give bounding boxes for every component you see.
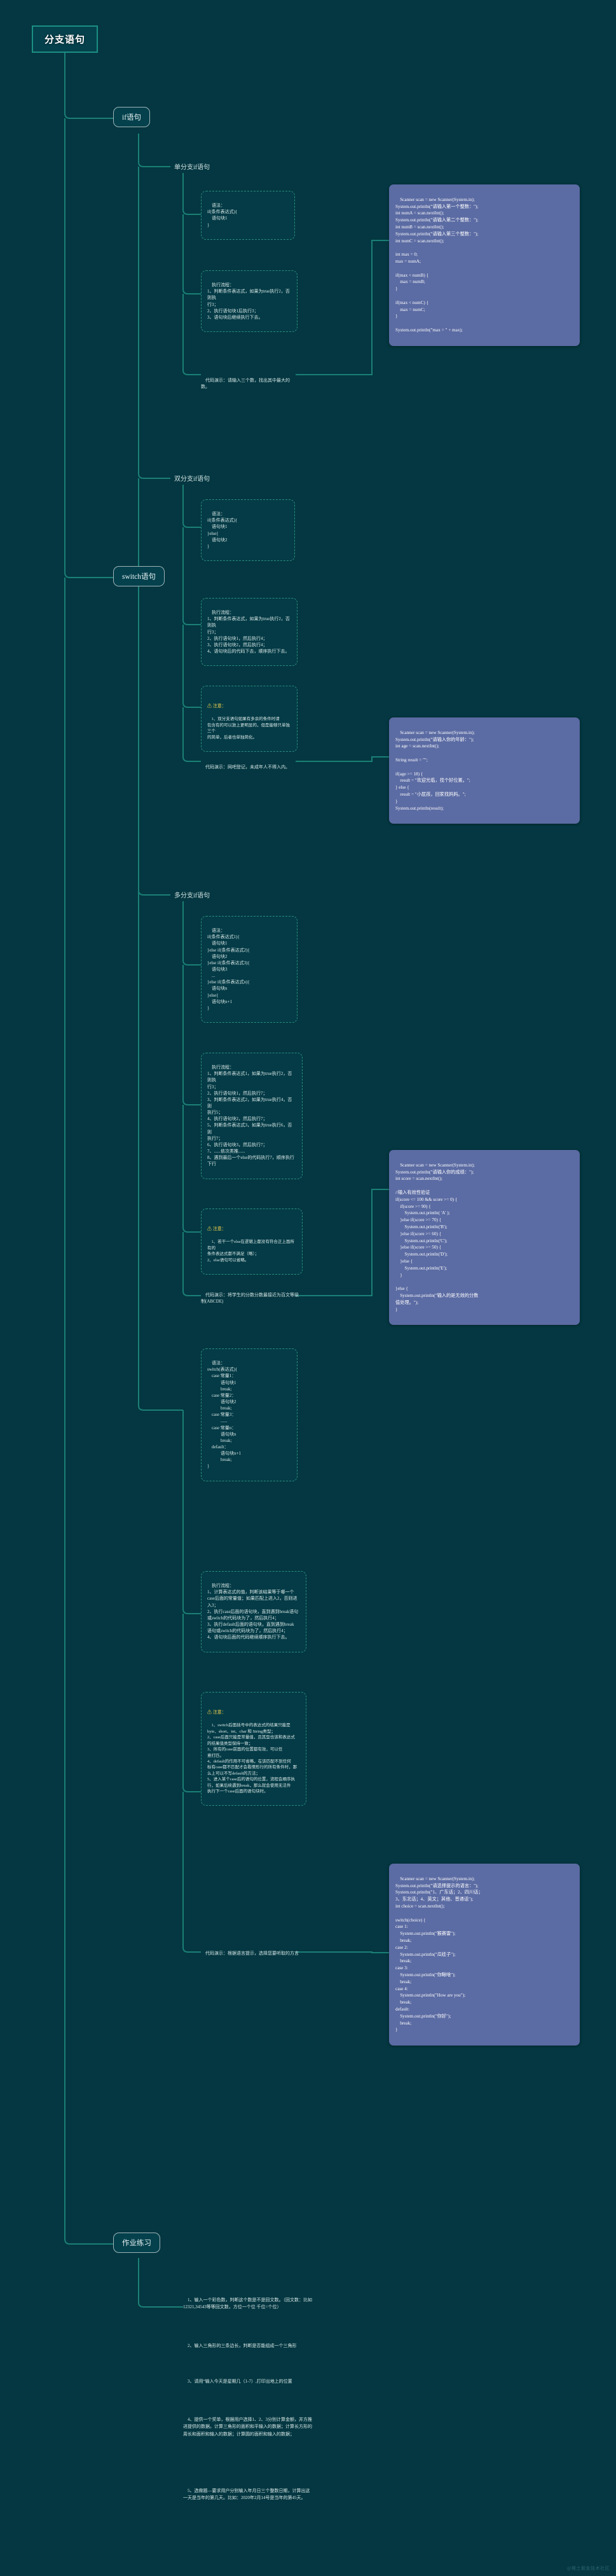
switch-demo-text: 代码演示：根据语言提示，选择您要听取的方言 bbox=[205, 1950, 299, 1956]
multi-if-warning: ⚠ 注意： 1、若干一个else在逻辑上都没有符合正上面所有的 条件表达式都不满… bbox=[201, 1208, 303, 1275]
root-title: 分支语句 bbox=[44, 35, 86, 45]
node-double-if-label: 双分支if语句 bbox=[174, 476, 210, 483]
topic-if-statement[interactable]: if语句 bbox=[113, 107, 151, 127]
switch-flow: 执行流程： 1、计算表达式的值，判断该结果等于哪一个 case后面的常量值；如果… bbox=[201, 1571, 306, 1652]
multi-if-code-panel: Scanner scan = new Scanner(System.in); S… bbox=[389, 1150, 580, 1326]
single-if-code-panel: Scanner scan = new Scanner(System.in); S… bbox=[389, 184, 580, 346]
node-single-if[interactable]: 单分支if语句 bbox=[173, 161, 211, 172]
node-single-if-label: 单分支if语句 bbox=[174, 164, 210, 171]
single-if-syntax-text: 语法： if(条件表达式){ 语句块1 } bbox=[207, 203, 238, 228]
multi-if-warning-title: ⚠ 注意： bbox=[207, 1226, 226, 1231]
multi-if-code-text: Scanner scan = new Scanner(System.in); S… bbox=[395, 1162, 479, 1312]
homework-item-3-text: 3、请用“输入今天是星期几（1-7）,打印出地上的位置 bbox=[188, 2379, 292, 2385]
single-if-code-text: Scanner scan = new Scanner(System.in); S… bbox=[395, 197, 479, 333]
multi-if-demo-text: 代码演示：将学生的分数分数最接近为百文等级制(ABCDE) bbox=[201, 1292, 299, 1305]
single-if-demo-text: 代码演示：请输入三个数，找出其中最大的数。 bbox=[201, 377, 290, 390]
root-node[interactable]: 分支语句 bbox=[32, 25, 99, 53]
switch-warning-title: ⚠ 注意： bbox=[207, 1709, 226, 1715]
switch-demo: 代码演示：根据语言提示，选择您要听取的方言 bbox=[201, 1943, 306, 1963]
homework-item-5-text: 5、选做题—要求用户分别输入年月日三个整数日期，计算出这一天是当年的第几天。比如… bbox=[183, 2488, 310, 2501]
homework-item-2: 2、输入三角形的三条边长，判断是否能组成一个三角形 bbox=[183, 2336, 313, 2357]
switch-syntax: 语法： switch(表达式){ case 常量1： 语句块1 break; c… bbox=[201, 1348, 298, 1481]
double-if-demo-text: 代码演示：网吧登记，未成年人不得入内。 bbox=[205, 764, 290, 770]
topic-if-label: if语句 bbox=[122, 114, 142, 121]
homework-item-2-text: 2、输入三角形的三条边长，判断是否能组成一个三角形 bbox=[188, 2343, 297, 2349]
node-multi-if-label: 多分支if语句 bbox=[174, 892, 210, 899]
single-if-syntax: 语法： if(条件表达式){ 语句块1 } bbox=[201, 191, 295, 240]
homework-item-1-text: 1、输入一个彩色数，判断这个数是不是回文数。（回文数：比如 12321,3454… bbox=[183, 2297, 313, 2310]
homework-item-4-text: 4、提供一个奖单，根据用户选择1、2、3分别计算金额，并方推进提供的数据。计算三… bbox=[183, 2417, 312, 2437]
double-if-warning-text: 1、双分支语句如果有多余的条件时请 包含有的可以放上更明显的，但是能够只单独三个… bbox=[207, 717, 290, 740]
node-double-if[interactable]: 双分支if语句 bbox=[173, 473, 211, 483]
double-if-syntax: 语法： if(条件表达式){ 语句块1 }else{ 语句块2 } bbox=[201, 499, 295, 562]
multi-if-syntax-text: 语法： if(条件表达式1){ 语句块1 }else if(条件表达式2){ 语… bbox=[207, 928, 250, 1011]
topic-switch-statement[interactable]: switch语句 bbox=[113, 566, 165, 586]
single-if-flow-text: 执行流程： 1、判断条件表达式，如果为true执行2，否则执 行3； 2、执行语… bbox=[207, 282, 290, 320]
single-if-demo: 代码演示：请输入三个数，找出其中最大的数。 bbox=[201, 370, 298, 397]
homework-item-3: 3、请用“输入今天是星期几（1-7）,打印出地上的位置 bbox=[183, 2371, 313, 2393]
multi-if-flow-text: 执行流程： 1、判断条件表达式1，如果为true执行2，否则执 行3； 2、执行… bbox=[207, 1065, 294, 1167]
homework-item-1: 1、输入一个彩色数，判断这个数是不是回文数。（回文数：比如 12321,3454… bbox=[183, 2290, 313, 2318]
topic-switch-label: switch语句 bbox=[122, 573, 156, 581]
switch-code-panel: Scanner scan = new Scanner(System.in); S… bbox=[389, 1864, 580, 2046]
double-if-flow-text: 执行流程： 1、判断条件表达式，如果为true执行2，否则执 行3； 2、执行语… bbox=[207, 610, 290, 654]
double-if-demo: 代码演示：网吧登记，未成年人不得入内。 bbox=[201, 757, 298, 777]
multi-if-syntax: 语法： if(条件表达式1){ 语句块1 }else if(条件表达式2){ 语… bbox=[201, 916, 298, 1023]
multi-if-flow: 执行流程： 1、判断条件表达式1，如果为true执行2，否则执 行3； 2、执行… bbox=[201, 1053, 303, 1179]
topic-homework-label: 作业练习 bbox=[122, 2240, 151, 2247]
topic-homework[interactable]: 作业练习 bbox=[113, 2233, 160, 2253]
double-if-flow: 执行流程： 1、判断条件表达式，如果为true执行2，否则执 行3； 2、执行语… bbox=[201, 598, 298, 667]
switch-warning-text: 1、switch后面括号中的表达式的结果只能是 byte、short、int、c… bbox=[207, 1723, 298, 1794]
switch-syntax-text: 语法： switch(表达式){ case 常量1： 语句块1 break; c… bbox=[207, 1361, 241, 1469]
switch-code-text: Scanner scan = new Scanner(System.in); S… bbox=[395, 1876, 483, 2033]
homework-item-5: 5、选做题—要求用户分别输入年月日三个整数日期，计算出这一天是当年的第几天。比如… bbox=[183, 2481, 313, 2509]
double-if-warning-title: ⚠ 注意： bbox=[207, 703, 226, 709]
double-if-syntax-text: 语法： if(条件表达式){ 语句块1 }else{ 语句块2 } bbox=[207, 511, 238, 549]
switch-warning: ⚠ 注意： 1、switch后面括号中的表达式的结果只能是 byte、short… bbox=[201, 1692, 306, 1806]
double-if-code-panel: Scanner scan = new Scanner(System.in); S… bbox=[389, 717, 580, 824]
multi-if-demo: 代码演示：将学生的分数分数最接近为百文等级制(ABCDE) bbox=[201, 1285, 303, 1312]
double-if-code-text: Scanner scan = new Scanner(System.in); S… bbox=[395, 730, 475, 811]
single-if-flow: 执行流程： 1、判断条件表达式，如果为true执行2，否则执 行3； 2、执行语… bbox=[201, 270, 298, 333]
multi-if-warning-text: 1、若干一个else在逻辑上都没有符合正上面所有的 条件表达式都不满足（略）； … bbox=[207, 1240, 294, 1263]
watermark: @稀土掘金技术社区 bbox=[567, 2566, 610, 2571]
double-if-warning: ⚠ 注意： 1、双分支语句如果有多余的条件时请 包含有的可以放上更明显的，但是能… bbox=[201, 686, 298, 752]
homework-item-4: 4、提供一个奖单，根据用户选择1、2、3分别计算金额，并方推进提供的数据。计算三… bbox=[183, 2409, 313, 2445]
node-multi-if[interactable]: 多分支if语句 bbox=[173, 889, 211, 900]
switch-flow-text: 执行流程： 1、计算表达式的值，判断该结果等于哪一个 case后面的常量值；如果… bbox=[207, 1583, 299, 1640]
